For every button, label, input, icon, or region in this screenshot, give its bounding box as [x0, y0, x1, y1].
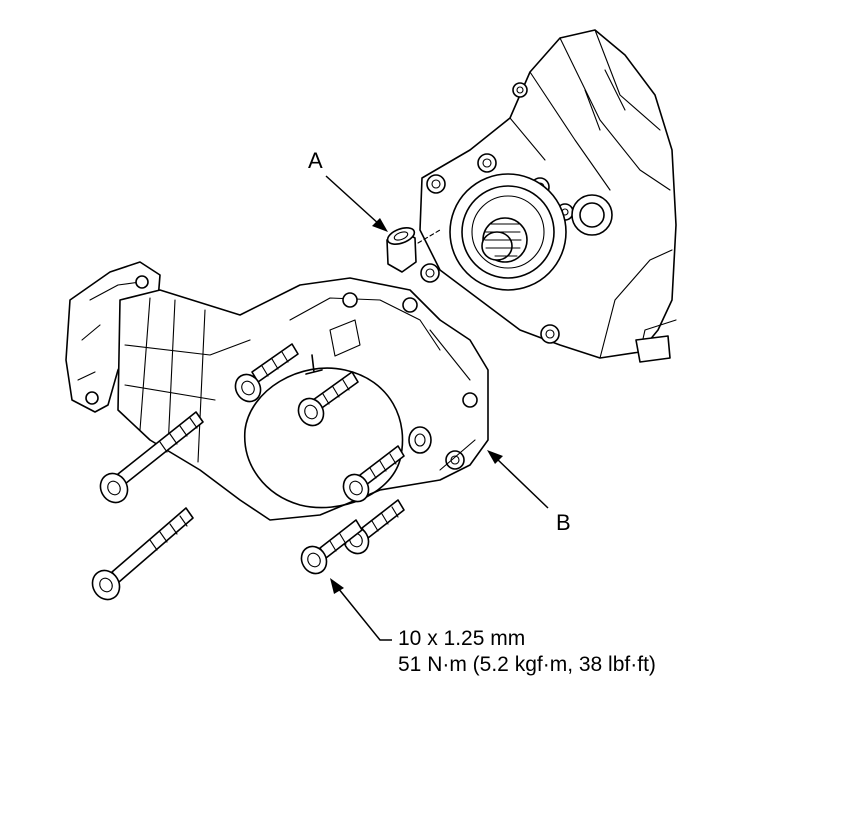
- bolt: [91, 507, 194, 601]
- arrow-head: [330, 578, 344, 594]
- callout-a-label: A: [308, 148, 323, 173]
- callout-b-label: B: [556, 510, 571, 535]
- torque-callout: 10 x 1.25 mm 51 N·m (5.2 kgf·m, 38 lbf·f…: [330, 578, 656, 676]
- arrow-head: [372, 218, 388, 232]
- bolt-size-spec: 10 x 1.25 mm: [398, 627, 525, 650]
- torque-spec: 51 N·m (5.2 kgf·m, 38 lbf·ft): [398, 653, 656, 676]
- callout-a: A: [308, 148, 388, 232]
- arrow-head: [487, 450, 503, 464]
- bolt: [297, 371, 359, 427]
- alignment-line: [417, 229, 441, 244]
- bolt: [99, 411, 204, 504]
- callout-b: B: [487, 450, 571, 535]
- dowel-pin: [386, 227, 417, 273]
- bolt: [234, 343, 299, 403]
- bolt: [342, 445, 405, 503]
- mounting-bolts: [91, 343, 405, 601]
- bolt: [300, 519, 363, 575]
- transmission-case: [419, 29, 677, 363]
